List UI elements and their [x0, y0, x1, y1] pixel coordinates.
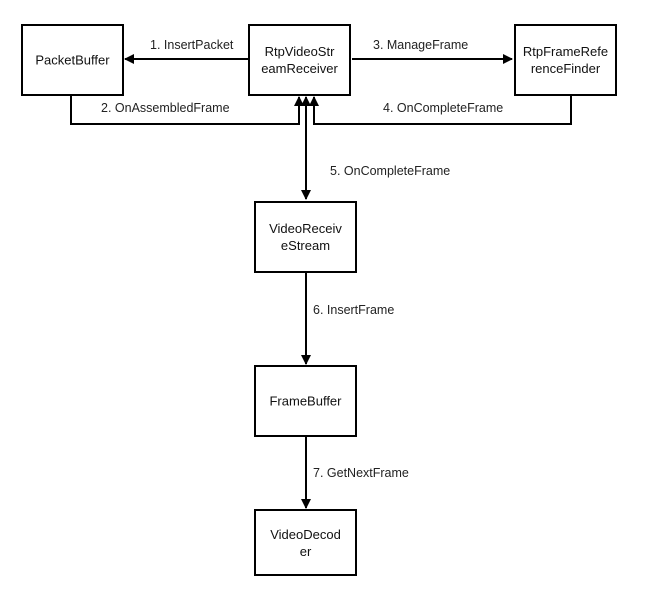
edge-on-assembled-frame: [70, 95, 304, 125]
edge-label-insert-frame: 6. InsertFrame: [313, 303, 394, 317]
node-rtp-video-stream-receiver: RtpVideoStr eamReceiver: [248, 24, 351, 96]
node-rtp-video-stream-receiver-label-line2: eamReceiver: [261, 61, 338, 76]
node-rtp-frame-reference-finder: RtpFrameRefe renceFinder: [514, 24, 617, 96]
node-video-decoder: VideoDecod er: [254, 509, 357, 576]
edge-label-get-next-frame: 7. GetNextFrame: [313, 466, 409, 480]
node-rtp-frame-reference-finder-label-line2: renceFinder: [531, 61, 601, 76]
node-video-receive-stream-label-line1: VideoReceiv: [269, 221, 342, 236]
node-packet-buffer: PacketBuffer: [21, 24, 124, 96]
node-video-decoder-label-line1: VideoDecod: [270, 527, 341, 542]
edge-label-on-assembled-frame: 2. OnAssembledFrame: [101, 101, 230, 115]
edge-label-insert-packet: 1. InsertPacket: [150, 38, 234, 52]
edge-label-on-complete-frame-4: 4. OnCompleteFrame: [383, 101, 503, 115]
node-rtp-frame-reference-finder-label-line1: RtpFrameRefe: [523, 44, 608, 59]
node-frame-buffer: FrameBuffer: [254, 365, 357, 437]
node-video-decoder-label-line2: er: [300, 544, 312, 559]
node-packet-buffer-label: PacketBuffer: [35, 53, 110, 68]
node-rtp-video-stream-receiver-label-line1: RtpVideoStr: [265, 44, 336, 59]
node-video-receive-stream: VideoReceiv eStream: [254, 201, 357, 273]
edge-label-manage-frame: 3. ManageFrame: [373, 38, 468, 52]
node-video-receive-stream-label-line2: eStream: [281, 238, 330, 253]
edge-on-complete-frame-4: [309, 95, 572, 125]
edge-label-on-complete-frame-5: 5. OnCompleteFrame: [330, 164, 450, 178]
node-frame-buffer-label: FrameBuffer: [269, 394, 342, 409]
